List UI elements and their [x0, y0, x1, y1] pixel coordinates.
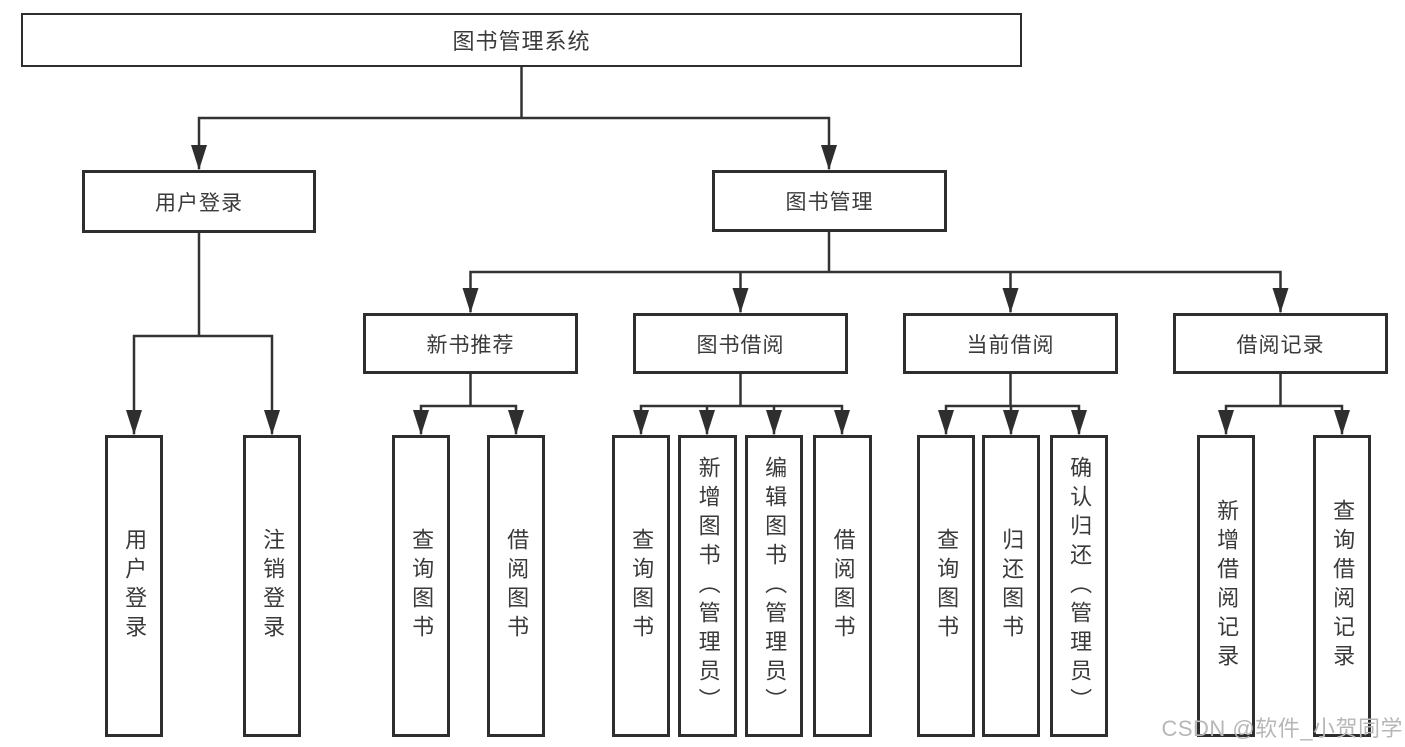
node-label: 编辑图书（管理员） — [762, 455, 788, 717]
node-label: 借阅图书 — [830, 528, 856, 644]
node-label: 确认归还（管理员） — [1067, 455, 1093, 717]
csdn-watermark: CSDN @软件_小贺同学 — [1161, 716, 1403, 741]
node-label: 查询图书 — [934, 528, 960, 644]
leaf-edit-book-admin: 编辑图书（管理员） — [745, 435, 803, 737]
leaf-query-books-recommend: 查询图书 — [392, 435, 450, 737]
leaf-borrow-books-recommend: 借阅图书 — [487, 435, 545, 737]
node-label: 查询图书 — [409, 528, 435, 644]
node-new-book-recommend: 新书推荐 — [363, 313, 578, 374]
node-label: 注销登录 — [260, 528, 286, 644]
node-current-borrow: 当前借阅 — [903, 313, 1118, 374]
leaf-return-books: 归还图书 — [982, 435, 1040, 737]
leaf-add-borrow-record: 新增借阅记录 — [1197, 435, 1255, 737]
node-label: 查询借阅记录 — [1330, 499, 1356, 673]
leaf-add-book-admin: 新增图书（管理员） — [678, 435, 737, 737]
node-label: 图书管理系统 — [452, 29, 591, 54]
node-label: 当前借阅 — [966, 333, 1055, 357]
leaf-user-login: 用户登录 — [105, 435, 163, 737]
node-borrow-records: 借阅记录 — [1173, 313, 1388, 374]
node-library-management-system: 图书管理系统 — [21, 13, 1022, 67]
node-label: 归还图书 — [999, 528, 1025, 644]
node-label: 借阅记录 — [1236, 333, 1325, 357]
node-label: 新增图书（管理员） — [695, 455, 721, 717]
leaf-confirm-return-admin: 确认归还（管理员） — [1050, 435, 1108, 737]
node-user-login: 用户登录 — [82, 170, 316, 233]
node-label: 图书管理 — [785, 191, 874, 214]
leaf-query-borrow-record: 查询借阅记录 — [1313, 435, 1371, 737]
leaf-query-books-borrow: 查询图书 — [612, 435, 670, 737]
node-label: 新增借阅记录 — [1214, 499, 1240, 673]
leaf-borrow-books: 借阅图书 — [813, 435, 872, 737]
node-label: 新书推荐 — [426, 333, 515, 357]
node-label: 借阅图书 — [504, 528, 530, 644]
node-label: 图书借阅 — [696, 333, 785, 357]
leaf-query-books-current: 查询图书 — [917, 435, 975, 737]
node-label: 查询图书 — [629, 528, 655, 644]
node-label: 用户登录 — [122, 528, 148, 644]
node-book-borrow: 图书借阅 — [633, 313, 848, 374]
node-book-management: 图书管理 — [712, 170, 947, 232]
leaf-logout-login: 注销登录 — [243, 435, 301, 737]
node-label: 用户登录 — [155, 191, 243, 215]
